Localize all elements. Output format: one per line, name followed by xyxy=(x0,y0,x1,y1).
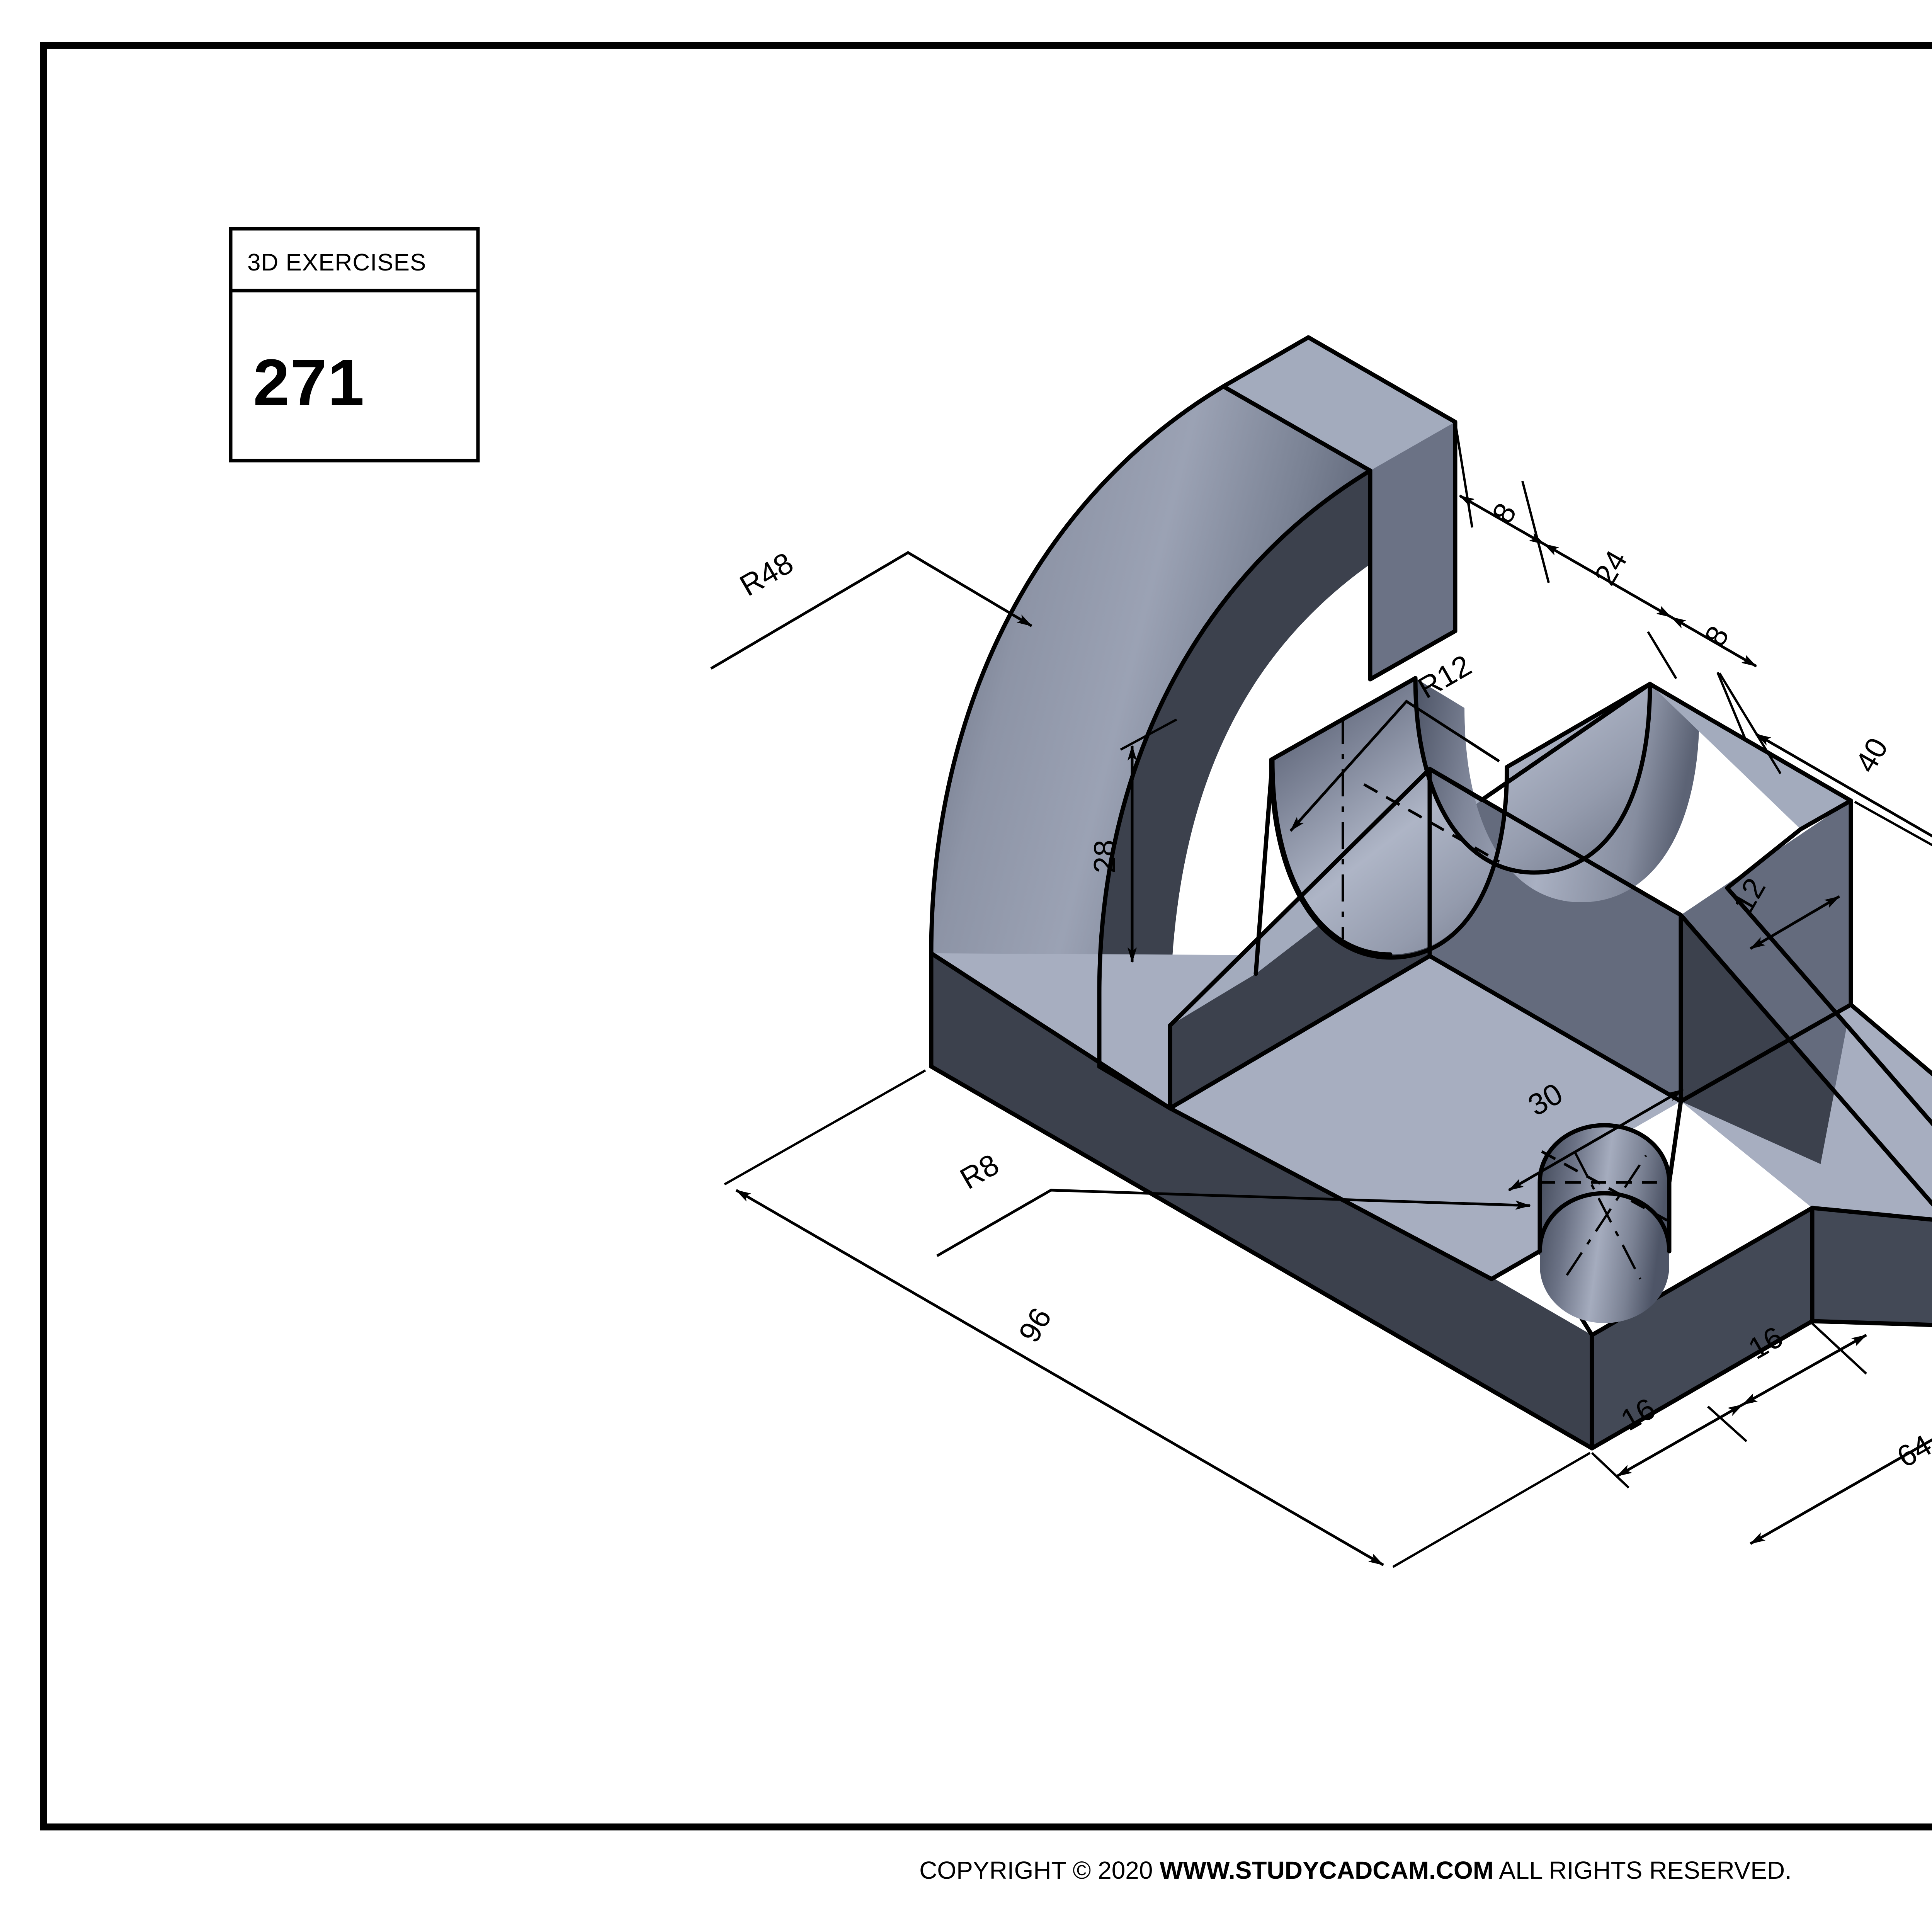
dimension-right-28: 28 xyxy=(1854,801,1932,847)
edge-backplate-right xyxy=(1368,468,1458,682)
dim-top-8b-label: 8 xyxy=(1698,620,1736,652)
dim-96-line xyxy=(735,1189,1384,1567)
title-block-lower-cell xyxy=(229,289,480,463)
edge-rib-front-slope xyxy=(1679,913,1932,1207)
dimension-r48: R48 xyxy=(710,546,1032,670)
ext-96-bottom xyxy=(1392,1452,1591,1568)
footer-domain: WWW.STUDYCADCAM.COM xyxy=(1160,1856,1493,1884)
r12-leader-line xyxy=(1289,699,1500,832)
dim-top-24-line xyxy=(1543,543,1672,619)
dim-bot-64-line xyxy=(1750,1298,1932,1545)
dim-12-line xyxy=(1750,895,1840,950)
edge-arc-apex-seam xyxy=(1221,384,1372,473)
title-block: 3D EXERCISES 271 xyxy=(229,227,480,463)
edge-slot-near-arc xyxy=(1537,1191,1672,1254)
base-front-face xyxy=(1592,1208,1812,1448)
ext-bot-16b-right xyxy=(1811,1322,1867,1375)
backplate-front-face xyxy=(1370,422,1455,679)
ext-top-chain-d xyxy=(1716,672,1748,743)
dim-96-label: 96 xyxy=(1012,1302,1058,1348)
r8-label: R8 xyxy=(954,1147,1005,1196)
dimension-top-24: 24 xyxy=(1543,543,1672,619)
isometric-part xyxy=(929,335,1932,1451)
r48-label: R48 xyxy=(734,546,799,603)
exercise-category-label: 3D EXERCISES xyxy=(247,249,426,276)
r48-leader-line xyxy=(710,551,1032,670)
ext-96-top xyxy=(724,1069,926,1186)
footer-copyright: COPYRIGHT © 2020 WWW.STUDYCADCAM.COM ALL… xyxy=(919,1856,1792,1884)
footer-prefix: COPYRIGHT © 2020 xyxy=(919,1856,1160,1884)
edge-right-block-inner-seam xyxy=(1810,1206,1932,1222)
slot-hole-surface xyxy=(1540,1125,1669,1323)
dimension-bottom-16b: 16 xyxy=(1742,1320,1867,1406)
dimension-top-8b: 8 xyxy=(1670,616,1757,668)
dim-40-label: 40 xyxy=(1849,732,1895,778)
dim-bot-16a-line xyxy=(1616,1403,1743,1478)
edge-slot-base-seam xyxy=(1489,1249,1542,1281)
arc-top-facet xyxy=(1223,337,1455,471)
ext-top-chain-c xyxy=(1647,631,1677,679)
edge-right-block-top xyxy=(1849,1002,1932,1077)
ext-top-chain-b xyxy=(1521,481,1550,583)
edge-groove-near-arc xyxy=(1413,676,1652,875)
edge-vblock-front-face-outline xyxy=(1427,767,1683,1104)
dim-bot-64-label: 64 xyxy=(1891,1428,1932,1474)
ext-left-28-top xyxy=(1120,718,1177,751)
base-top-left-arm xyxy=(931,953,1681,1279)
edge-groove-far-arc xyxy=(1269,757,1509,960)
dim-top-8b-line xyxy=(1670,616,1757,668)
dim-30-line xyxy=(1508,1088,1684,1192)
dim-top-8a-label: 8 xyxy=(1485,497,1523,529)
arc-outer-curved-face xyxy=(931,386,1370,993)
backplate-inner-dark-face xyxy=(1099,471,1370,1108)
edge-backplate-bottom-seam xyxy=(1097,1064,1172,1111)
dim-left-28-label: 28 xyxy=(1087,840,1121,873)
dim-top-8a-line xyxy=(1459,494,1545,546)
exercise-number: 271 xyxy=(253,346,365,419)
hidden-groove-axis-b xyxy=(1363,783,1500,863)
ext-bot-16a-right xyxy=(1707,1405,1748,1442)
dimension-left-28: 28 xyxy=(1087,718,1177,963)
edge-groove-top-seam-right xyxy=(1505,682,1652,769)
sheet-border xyxy=(40,42,1932,1830)
dim-top-24-label: 24 xyxy=(1588,544,1634,590)
edge-vblock-top-corner xyxy=(1427,767,1484,802)
groove-near-edge-band xyxy=(1415,678,1699,902)
ext-right-28-top xyxy=(1854,801,1932,847)
right-block-front-face xyxy=(1812,1208,1932,1325)
footer-suffix: ALL RIGHTS RESERVED. xyxy=(1493,1856,1792,1884)
ext-bot-16a-left xyxy=(1591,1452,1630,1489)
ext-top-chain-a xyxy=(1454,422,1473,528)
dim-40-line xyxy=(1755,733,1932,881)
outline-arc-outer xyxy=(929,335,1458,956)
edge-arc-inner-curve xyxy=(1097,468,1372,1069)
